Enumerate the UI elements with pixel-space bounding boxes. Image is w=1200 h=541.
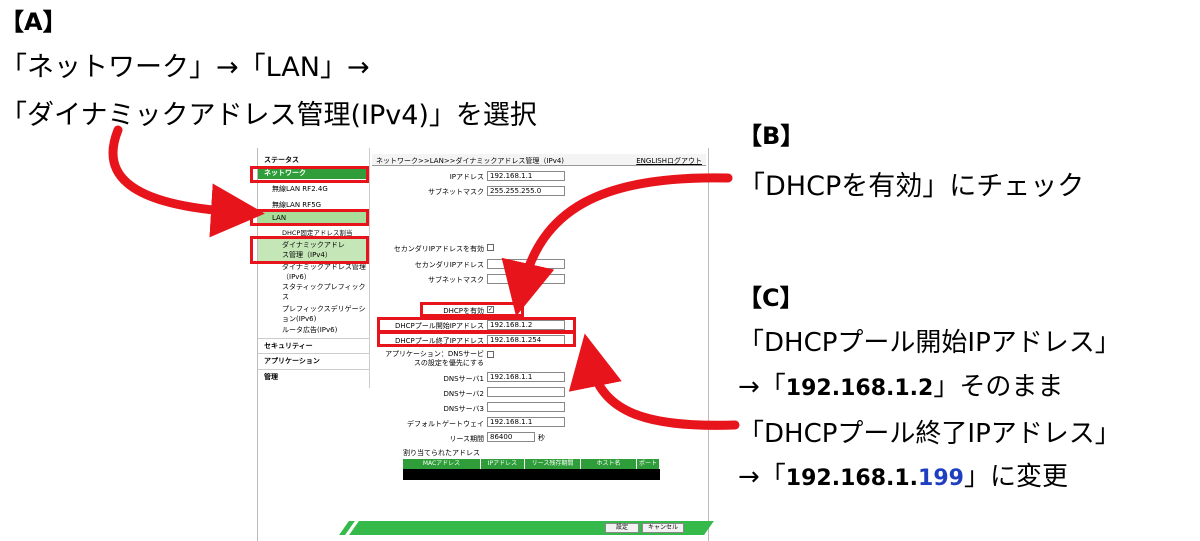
ip-address-label: IPアドレス [449,173,484,181]
annotation-c-line2-suffix: 」そのまま [933,372,1064,402]
sidebar-item-wlan24[interactable]: 無線LAN RF2.4G [272,185,328,193]
lease-unit: 秒 [538,434,545,442]
highlight-network [250,166,369,183]
gateway-input[interactable]: 192.168.1.1 [487,417,565,427]
dns1-input[interactable]: 192.168.1.1 [487,372,565,382]
dns3-input[interactable] [487,402,565,412]
annotation-c-line4-ip-last: 199 [918,466,964,491]
table-header-lease: リース残存期間 [525,459,581,469]
annotation-a-line1: 「ネットワーク」→「LAN」→ [0,52,370,83]
gateway-label: デフォルトゲートウェイ [407,420,484,428]
annotation-a-line2: 「ダイナミックアドレス管理(IPv4)」を選択 [0,100,537,131]
lease-input[interactable]: 86400 [487,432,535,442]
sidebar-item-lan[interactable]: LAN [258,212,369,225]
sidebar-item-admin[interactable]: 管理 [264,373,278,381]
sidebar-item-security[interactable]: セキュリティー [264,342,313,350]
language-logout-link[interactable]: ENGLISHログアウト [636,157,702,165]
subnet-mask-input[interactable]: 255.255.255.0 [487,186,565,196]
arrow-a [108,125,265,238]
assigned-address-table: MACアドレス IPアドレス リース残存期間 ホスト名 ポート [403,459,660,482]
dhcp-enable-checkbox[interactable]: ✓ [487,306,494,313]
sidebar-item-application[interactable]: アプリケーション [264,357,320,365]
annotation-c-line2: →「192.168.1.2」そのまま [738,366,1063,403]
table-header-ip: IPアドレス [481,459,525,469]
lease-label: リース期間 [449,435,484,443]
dns1-label: DNSサーバ1 [443,375,484,383]
annotation-b-label: 【B】 [738,122,805,150]
pool-end-label: DHCPプール終了IPアドレス [394,337,484,345]
breadcrumb: ネットワーク>>LAN>>ダイナミックアドレス管理（IPv4) [376,157,565,165]
sidebar-item-status[interactable]: ステータス [264,156,299,164]
annotation-c-line2-prefix: →「 [738,372,786,402]
sidebar-item-dynamic-v4[interactable]: ダイナミックアドレス管理（IPv4） [258,238,369,262]
annotation-c-line4: →「192.168.1.199」に変更 [738,456,1068,493]
secondary-ip-enable-checkbox[interactable] [487,244,494,251]
annotation-c-line4-ip-base: 192.168.1. [785,466,919,491]
ip-address-input[interactable]: 192.168.1.1 [487,171,565,181]
sidebar-item-dynamic-v6[interactable]: ダイナミックアドレス管理（IPv6） [282,263,366,281]
sidebar-item-network[interactable]: ネットワーク [258,167,369,179]
arrow-b [501,173,733,317]
dns2-label: DNSサーバ2 [443,390,484,398]
sidebar: ステータス ネットワーク 無線LAN RF2.4G 無線LAN RF5G LAN… [258,148,370,388]
app-dns-priority-label-1: アプリケーション：DNSサービ [385,350,484,358]
app-dns-priority-label-2: スの設定を優先にする [413,359,484,367]
subnet-mask-label: サブネットマスク [428,188,484,196]
pool-start-input[interactable]: 192.168.1.2 [487,320,565,330]
annotation-c-line3: 「DHCPプール終了IPアドレス」 [738,419,1121,449]
assigned-address-label: 割り当てられたアドレス [403,449,480,457]
table-header-port: ポート [637,459,660,469]
sidebar-item-router-adv[interactable]: ルータ広告(IPv6) [282,326,338,334]
pool-start-label: DHCPプール開始IPアドレス [394,322,484,330]
app-dns-priority-checkbox[interactable] [487,351,494,358]
apply-button[interactable]: 設定 [605,523,639,533]
secondary-ip-enable-label: セカンダリIPアドレスを有効 [393,245,484,253]
sidebar-divider [258,338,369,339]
dns2-input[interactable] [487,387,565,397]
annotation-c-line4-prefix: →「 [738,462,786,492]
dhcp-enable-label: DHCPを有効 [443,307,484,315]
sidebar-divider [258,369,369,370]
sidebar-item-dhcp-fixed[interactable]: DHCP固定アドレス割当 [282,229,353,237]
sidebar-item-static-prefix[interactable]: スタティックプレフィックス [282,283,366,301]
top-bar: ネットワーク>>LAN>>ダイナミックアドレス管理（IPv4) ENGLISHロ… [372,154,706,166]
sidebar-item-prefix-delegation[interactable]: プレフィックスデリゲーション(IPv6) [282,305,366,323]
annotation-c-line1: 「DHCPプール開始IPアドレス」 [738,328,1121,358]
dns3-label: DNSサーバ3 [443,405,484,413]
table-header-host: ホスト名 [581,459,637,469]
sidebar-item-wlan5[interactable]: 無線LAN RF5G [272,201,322,209]
annotation-b-line1: 「DHCPを有効」にチェック [738,171,1085,202]
table-header-mac: MACアドレス [403,459,481,469]
secondary-ip-label: セカンダリIPアドレス [414,261,484,269]
arrow-c [568,333,740,430]
annotation-c-label: 【C】 [738,284,804,312]
annotation-a-label: 【A】 [0,8,67,36]
annotation-c-line2-ip: 192.168.1.2 [785,376,934,401]
cancel-button[interactable]: キャンセル [642,523,684,533]
table-row [403,469,660,480]
annotation-c-line4-suffix: 」に変更 [963,462,1068,492]
secondary-subnet-label: サブネットマスク [428,276,484,284]
highlight-dynamic-v4 [250,236,369,264]
sidebar-divider [258,353,369,354]
